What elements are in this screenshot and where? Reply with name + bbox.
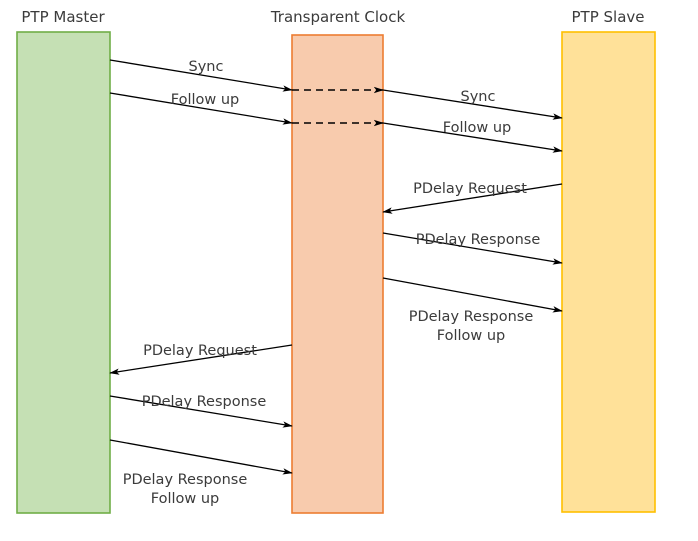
lane-titles: PTP Master Transparent Clock PTP Slave: [21, 8, 644, 26]
arrow-pdelay-response-master-to-clock: [109, 395, 293, 428]
arrow-followup-clock-to-slave: [382, 122, 563, 153]
arrow-pdelay-request-clock-to-master: [109, 344, 293, 375]
label-pdelay-response-followup-master-to-clock: PDelay Response: [123, 472, 248, 488]
lifeline-master: [16, 31, 111, 514]
arrow-followup-master-to-clock: [109, 92, 293, 125]
message-arrows: [109, 59, 563, 475]
label-sync-clock-to-slave: Sync: [461, 89, 496, 105]
arrow-sync-master-to-clock: [109, 59, 293, 92]
label-followup-master-to-clock: Follow up: [171, 92, 240, 108]
arrow-pdelay-request-slave-to-clock: [382, 183, 563, 214]
label-pdelay-response-clock-to-slave: PDelay Response: [416, 232, 541, 248]
label-pdelay-request-clock-to-master: PDelay Request: [143, 343, 257, 359]
arrow-pdelay-response-followup-master-to-clock: [109, 439, 293, 475]
lane-title-master: PTP Master: [21, 8, 105, 26]
label-pdelay-request-slave-to-clock: PDelay Request: [413, 181, 527, 197]
arrow-pdelay-response-followup-clock-to-slave: [382, 277, 563, 313]
lane-title-transparent-clock: Transparent Clock: [270, 8, 406, 26]
label-pdelay-response-followup-clock-to-slave: PDelay Response: [409, 309, 534, 325]
lifeline-slave: [561, 31, 656, 513]
label2-pdelay-response-followup-clock-to-slave: Follow up: [437, 328, 506, 344]
lifeline-transparent-clock: [291, 34, 384, 514]
arrow-sync-clock-to-slave: [382, 89, 563, 120]
label-pdelay-response-master-to-clock: PDelay Response: [142, 394, 267, 410]
lane-title-slave: PTP Slave: [571, 8, 644, 26]
label-sync-master-to-clock: Sync: [189, 59, 224, 75]
label2-pdelay-response-followup-master-to-clock: Follow up: [151, 491, 220, 507]
arrow-pdelay-response-clock-to-slave: [382, 232, 563, 265]
label-followup-clock-to-slave: Follow up: [443, 120, 512, 136]
lifeline-lanes: [16, 31, 656, 514]
